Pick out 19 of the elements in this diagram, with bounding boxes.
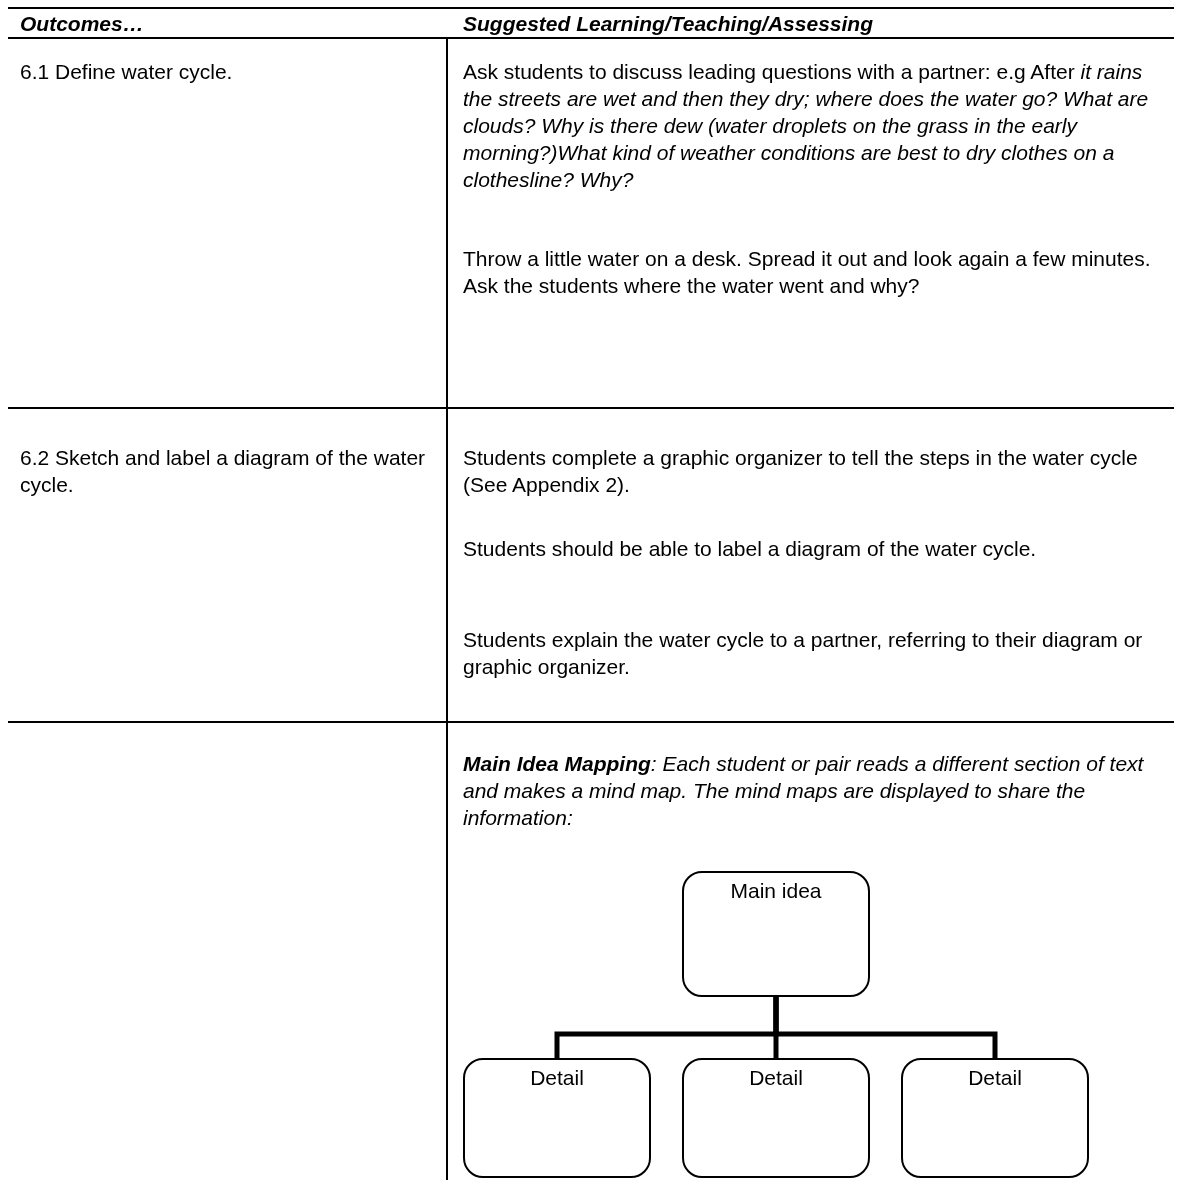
paragraph: Students complete a graphic organizer to tell the steps in the water cycle (See Appendix 2). bbox=[463, 445, 1139, 498]
rounded-box bbox=[682, 1058, 870, 1178]
paragraph: Students explain the water cycle to a partner, referring to their diagram or graphic organizer. bbox=[463, 627, 1144, 680]
box-label: Detail bbox=[968, 1065, 1022, 1091]
box-label: Detail bbox=[530, 1065, 584, 1091]
paragraph: Throw a little water on a desk. Spread it out and look again a few minutes. Ask the students where the water went and why? bbox=[463, 246, 1152, 299]
outcome-text: 6.2 Sketch and label a diagram of the water cycle. bbox=[20, 445, 427, 498]
paragraph: Main Idea Mapping: Each student or pair reads a different section of text and makes a mind map. The mind maps are displayed to share the information: bbox=[463, 751, 1145, 831]
paragraph: Students should be able to label a diagram of the water cycle. bbox=[463, 536, 1038, 562]
box-label: Detail bbox=[749, 1065, 803, 1091]
rounded-box bbox=[463, 1058, 651, 1178]
connector-line bbox=[773, 997, 998, 1058]
column-header: Suggested Learning/Teaching/Assessing bbox=[463, 11, 874, 37]
paragraph: Ask students to discuss leading questions with a partner: e.g After it rains the streets are wet and then they dry; where does the water go? What are clouds? Why is there dew (water droplets on the grass in the early morning?)What kind of weather conditions are best to dry clothes on a clothesline? Why? bbox=[463, 59, 1150, 193]
rounded-box bbox=[682, 871, 870, 997]
outcome-text: 6.1 Define water cycle. bbox=[20, 59, 234, 85]
rounded-box bbox=[901, 1058, 1089, 1178]
box-label: Main idea bbox=[730, 878, 822, 904]
column-header: Outcomes… bbox=[20, 11, 145, 37]
